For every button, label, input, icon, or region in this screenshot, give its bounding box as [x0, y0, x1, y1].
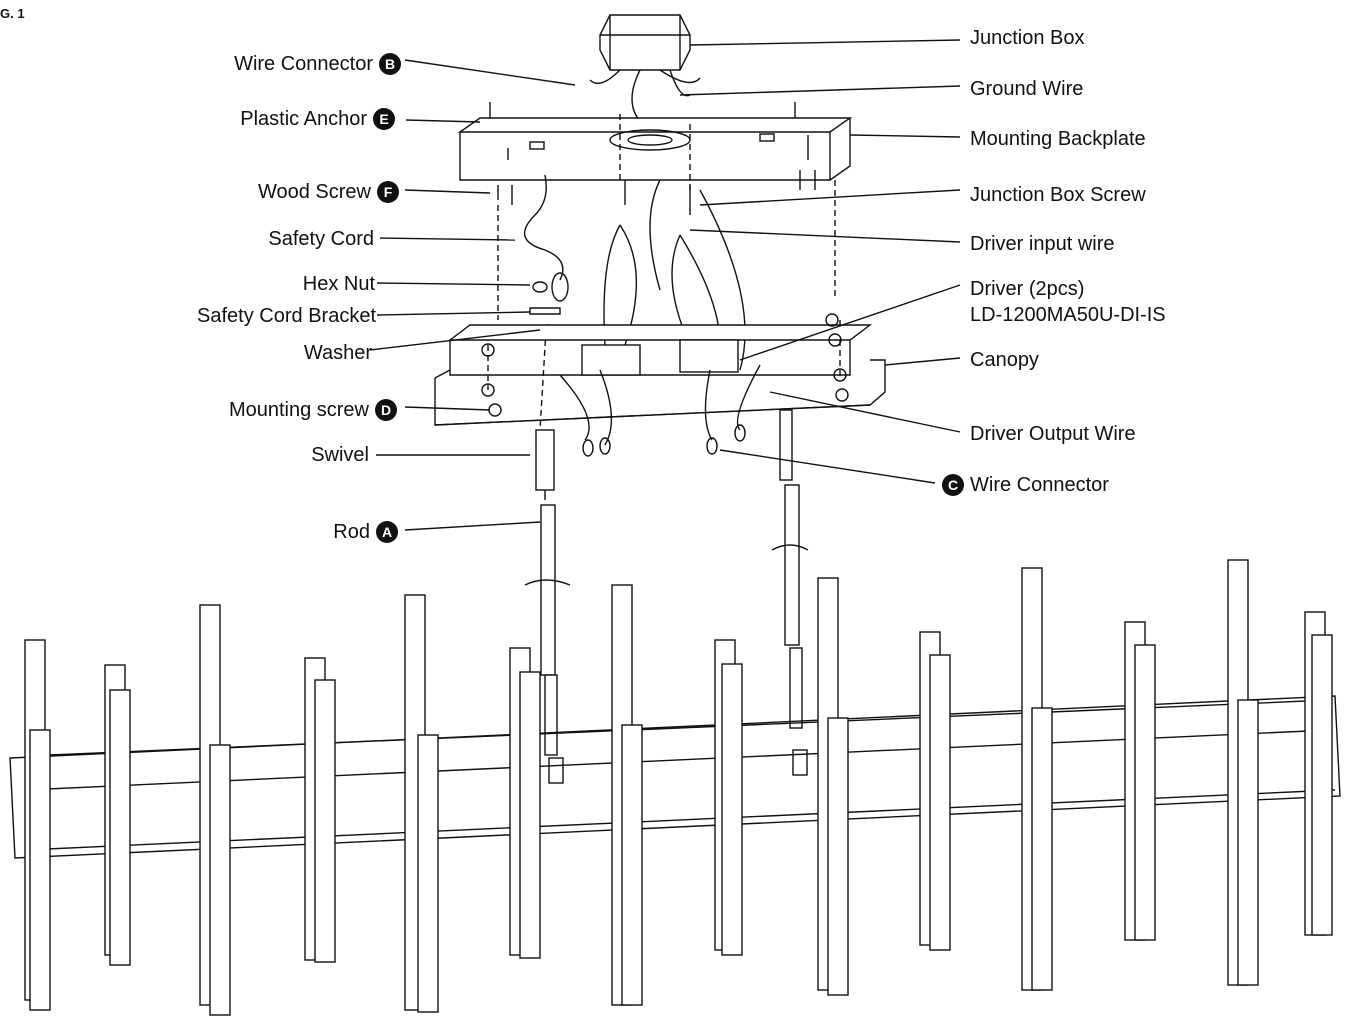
callout-driver: Driver (2pcs) [970, 278, 1085, 300]
callout-safety-cord-bracket: Safety Cord Bracket [197, 305, 376, 327]
fixture-fin [929, 654, 951, 951]
callout-rod: Rod [333, 521, 370, 543]
callout-safety-cord: Safety Cord [268, 228, 374, 250]
backplate-drawing [457, 117, 853, 181]
fixture-fin [1031, 707, 1053, 991]
badge-e: E [373, 108, 395, 130]
fixture-fin [1311, 634, 1333, 936]
badge-f: F [377, 181, 399, 203]
fixture-fin [519, 671, 541, 959]
rods-drawing [524, 409, 809, 784]
callout-washer: Washer [303, 342, 372, 364]
callout-junction-box: Junction Box [970, 27, 1085, 49]
canopy-drawing [434, 313, 886, 426]
callout-wire-connector-c: Wire Connector [970, 474, 1109, 496]
fixture-fin [1237, 699, 1259, 986]
badge-b: B [379, 53, 401, 75]
fixture-fin [417, 734, 439, 1013]
callout-driver-input-wire: Driver input wire [970, 233, 1115, 255]
fixture-frame [9, 695, 1341, 859]
fixture-fin [29, 729, 51, 1011]
safety-cord-drawing [523, 174, 569, 332]
callout-wire-connector-b: Wire Connector [234, 53, 373, 75]
callout-plastic-anchor: Plastic Anchor [240, 108, 367, 130]
callout-driver-output-wire: Driver Output Wire [970, 423, 1136, 445]
fixture-fin [109, 689, 131, 966]
callout-mounting-screw: Mounting screw [228, 399, 369, 421]
junction-box-drawing [599, 14, 691, 71]
leader-lines [369, 39, 961, 531]
callout-junction-box-screw: Junction Box Screw [970, 184, 1146, 206]
fixture-fin [209, 744, 231, 1016]
callout-swivel: Swivel [311, 444, 369, 466]
callout-driver-model: LD-1200MA50U-DI-IS [970, 304, 1166, 326]
fixture-fin [827, 717, 849, 996]
fixture-fin [1134, 644, 1156, 941]
badge-c: C [942, 474, 964, 496]
fixture-fin [314, 679, 336, 963]
figure-label: G. 1 [0, 6, 25, 21]
callout-hex-nut: Hex Nut [302, 273, 375, 295]
screws-and-anchors [489, 102, 816, 215]
badge-a: A [376, 521, 398, 543]
badge-d: D [375, 399, 397, 421]
fixture-fin [721, 663, 743, 956]
fixture-fin [621, 724, 643, 1006]
callout-mounting-backplate: Mounting Backplate [970, 128, 1146, 150]
dashed-guides [487, 110, 841, 431]
callout-canopy: Canopy [970, 349, 1039, 371]
callout-ground-wire: Ground Wire [970, 78, 1084, 100]
fixture-fins [24, 559, 1333, 1016]
driver-output-wires [559, 364, 761, 457]
callout-wood-screw: Wood Screw [257, 181, 371, 203]
